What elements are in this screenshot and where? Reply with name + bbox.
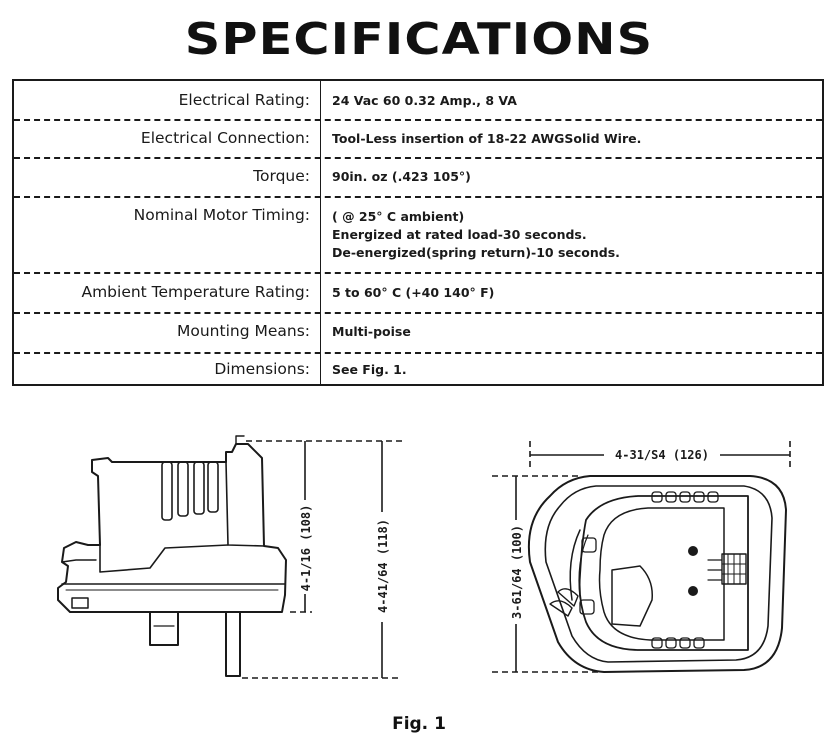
page-title: SPECIFICATIONS [184, 14, 654, 65]
mounting-hole [688, 546, 698, 556]
column-divider [320, 81, 321, 384]
spec-row-electrical-connection: Electrical Connection: Tool-Less inserti… [14, 119, 822, 159]
spec-value-line: 90in. oz (.423 105°) [332, 169, 471, 184]
dimension-label-inner-height: 4-1/16 (108) [299, 505, 313, 592]
spec-label: Nominal Motor Timing: [133, 206, 310, 224]
spec-value: 24 Vac 60 0.32 Amp., 8 VA [332, 92, 814, 110]
spec-value: ( @ 25° C ambient) Energized at rated lo… [332, 208, 814, 262]
spec-row-mounting-means: Mounting Means: Multi-poise [14, 312, 822, 354]
spec-row-torque: Torque: 90in. oz (.423 105°) [14, 157, 822, 198]
dimension-label-outer-height: 4-41/64 (118) [376, 519, 390, 613]
spec-value-line: Tool-Less insertion of 18-22 AWGSolid Wi… [332, 131, 642, 146]
spec-value: Multi-poise [332, 323, 814, 341]
mounting-hole [688, 586, 698, 596]
spec-label: Mounting Means: [176, 322, 310, 340]
spec-value: See Fig. 1. [332, 361, 814, 379]
spec-value: Tool-Less insertion of 18-22 AWGSolid Wi… [332, 130, 814, 148]
spec-value-line: 5 to 60° C (+40 140° F) [332, 285, 495, 300]
actuator-top-view [527, 475, 787, 673]
spec-label: Torque: [253, 167, 310, 185]
spec-row-nominal-motor-timing: Nominal Motor Timing: ( @ 25° C ambient)… [14, 196, 822, 274]
dimension-label-width: 4-31/S4 (126) [615, 448, 709, 462]
spec-value-line: 24 Vac 60 0.32 Amp., 8 VA [332, 93, 517, 108]
figure-caption: Fig. 1 [392, 714, 446, 734]
spec-table: Electrical Rating: 24 Vac 60 0.32 Amp., … [12, 79, 824, 386]
spec-value-line: Energized at rated load-30 seconds. [332, 227, 587, 242]
spec-row-ambient-temperature: Ambient Temperature Rating: 5 to 60° C (… [14, 272, 822, 314]
spec-value-line: See Fig. 1. [332, 362, 407, 377]
dimension-label-depth: 3-61/64 (100) [510, 525, 524, 619]
spec-value-line: De-energized(spring return)-10 seconds. [332, 245, 620, 260]
spec-value: 90in. oz (.423 105°) [332, 168, 814, 186]
spec-value-line: ( @ 25° C ambient) [332, 209, 465, 224]
spec-value: 5 to 60° C (+40 140° F) [332, 284, 814, 302]
spec-label: Ambient Temperature Rating: [81, 283, 310, 301]
spec-row-dimensions: Dimensions: See Fig. 1. [14, 352, 822, 386]
spec-label: Dimensions: [214, 360, 310, 378]
actuator-side-view [57, 435, 287, 677]
spec-label: Electrical Rating: [178, 91, 310, 109]
spec-value-line: Multi-poise [332, 324, 411, 339]
spec-row-electrical-rating: Electrical Rating: 24 Vac 60 0.32 Amp., … [14, 81, 822, 121]
spec-label: Electrical Connection: [140, 129, 310, 147]
